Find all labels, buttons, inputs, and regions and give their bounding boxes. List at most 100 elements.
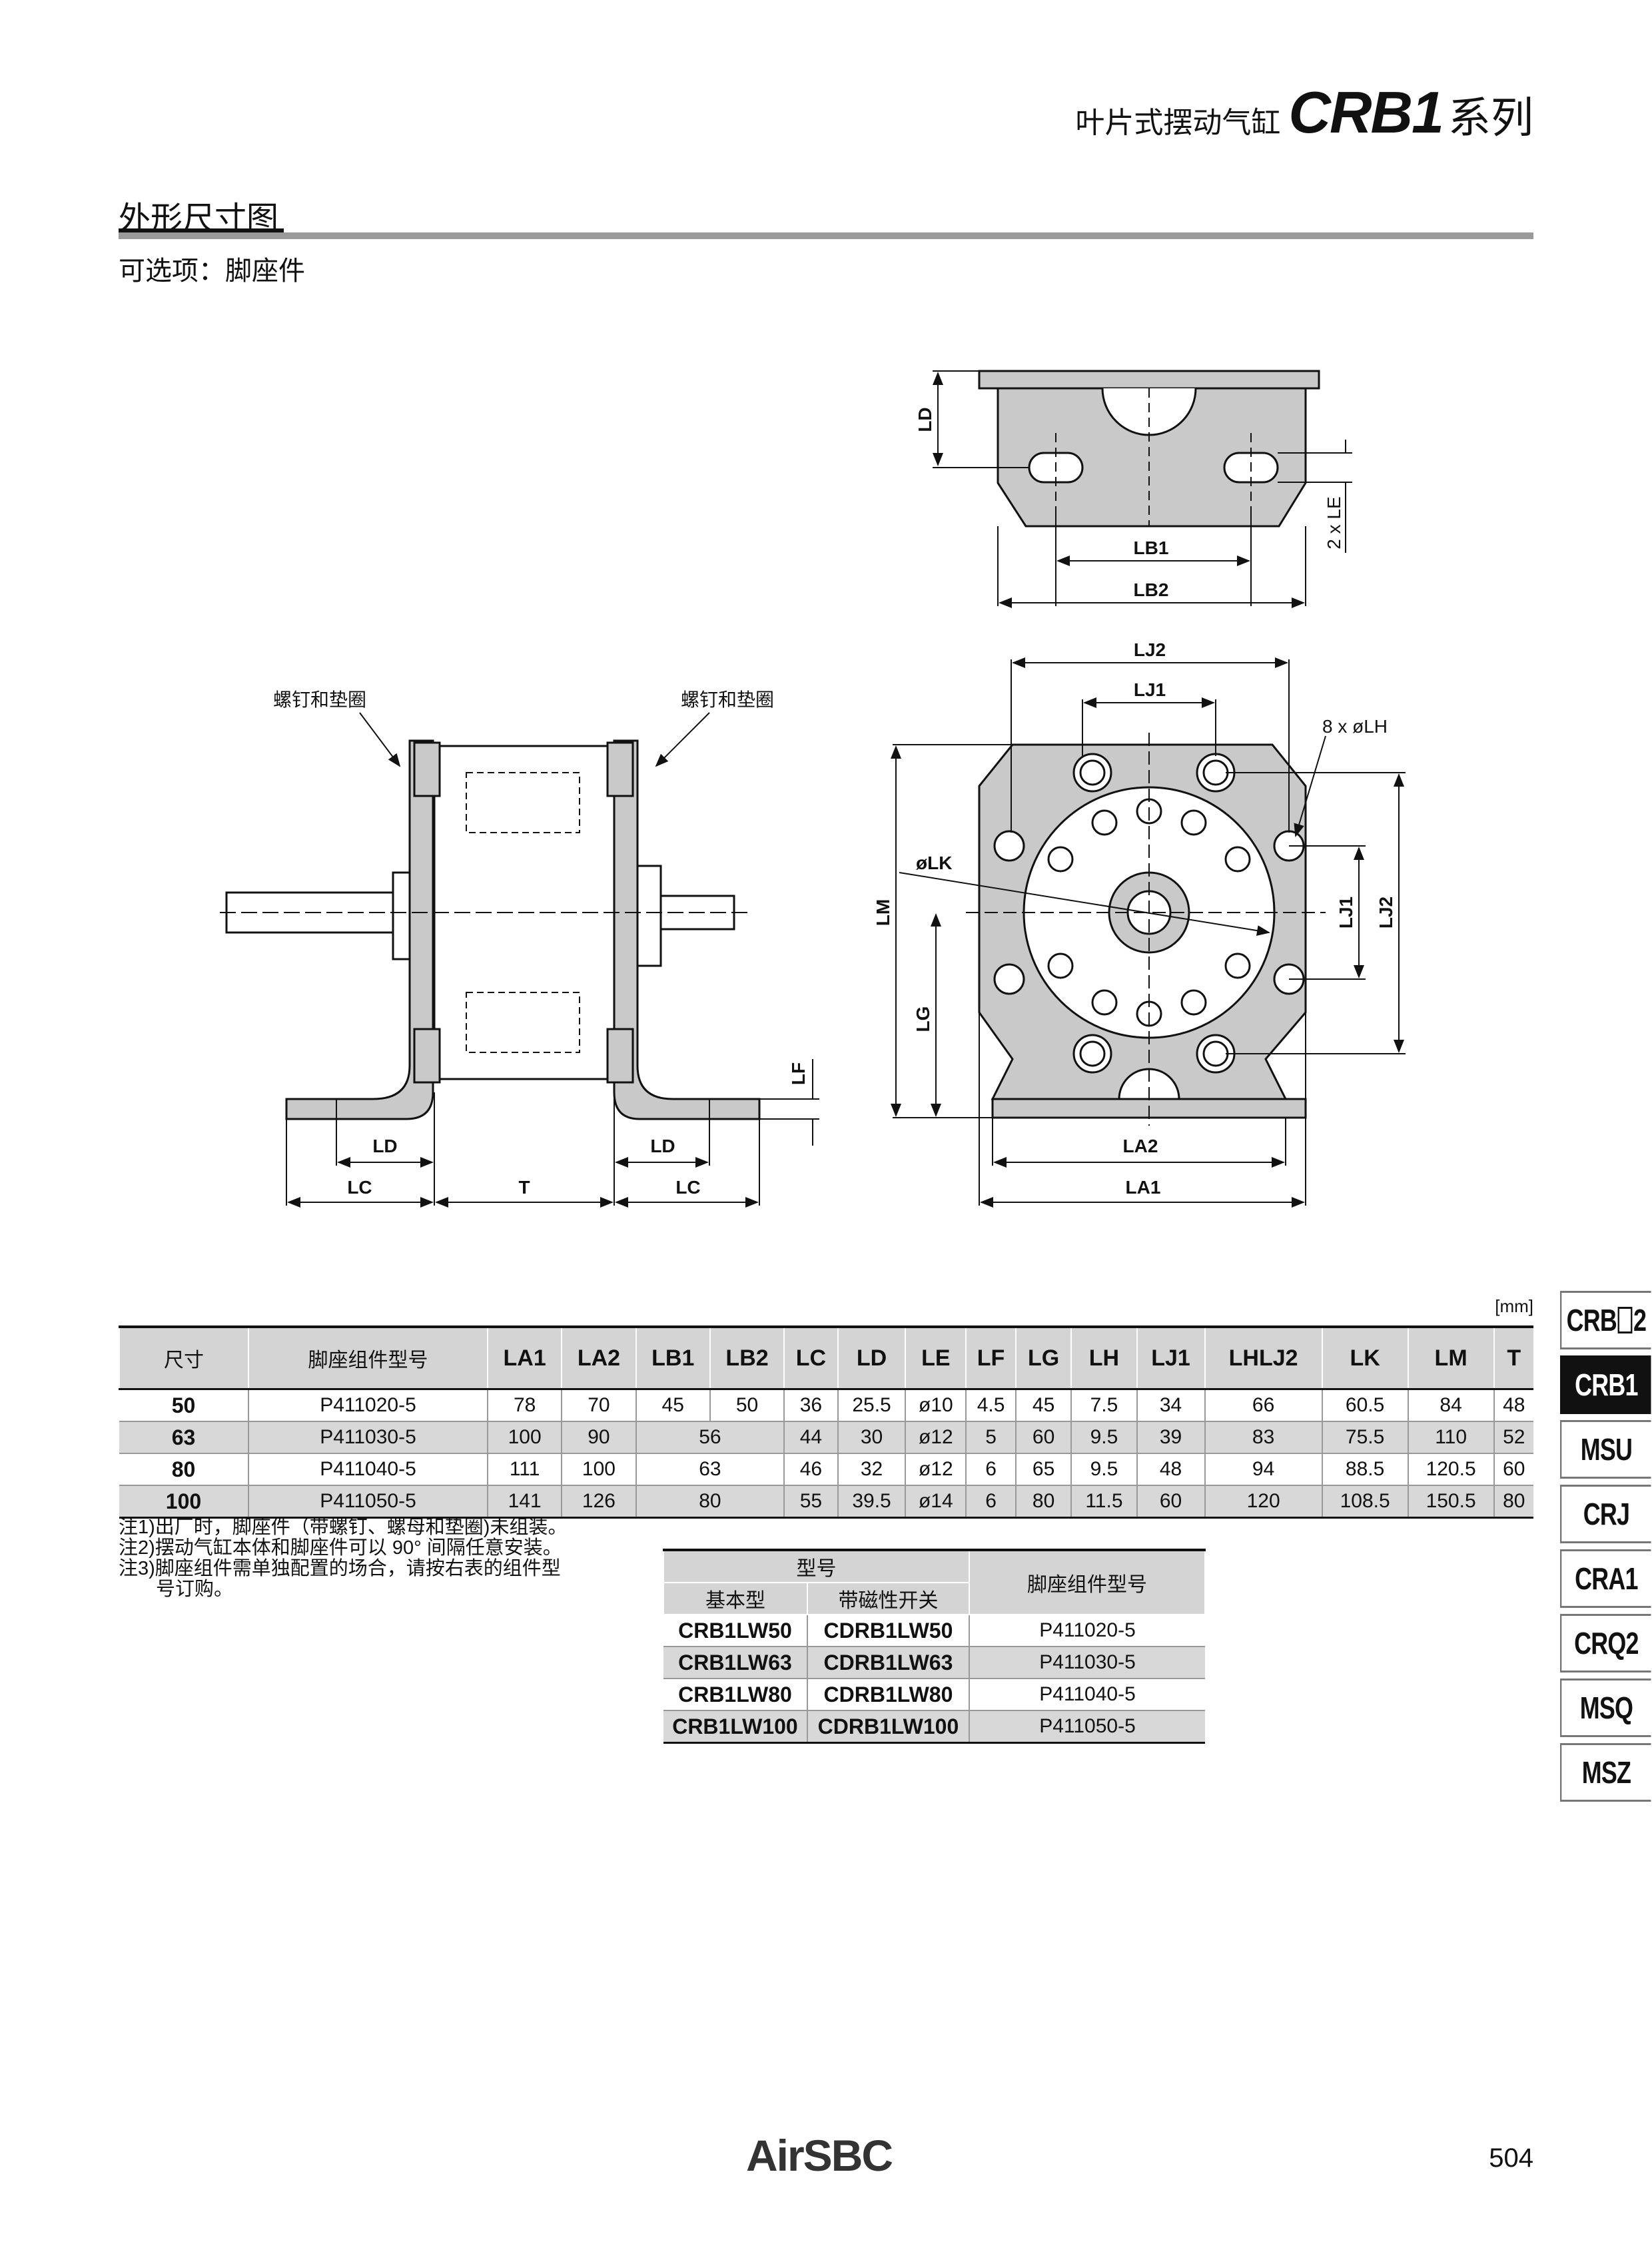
order-header-switch: 带磁性开关 — [806, 1582, 971, 1615]
cell-basic: CRB1LW50 — [663, 1615, 807, 1647]
cell-lk: 75.5 — [1321, 1421, 1408, 1454]
dimension-table: 尺寸 脚座组件型号 LA1 LA2 LB1 LB2 LC LD LE LF LG… — [119, 1325, 1533, 1519]
table-row: 100 P411050-5 141 126 80 55 39.5 ø14 6 8… — [119, 1485, 1533, 1519]
cell-lm: 150.5 — [1407, 1485, 1494, 1519]
page-number: 504 — [1489, 2143, 1533, 2173]
table-row: CRB1LW80 CDRB1LW80 P411040-5 — [663, 1679, 1205, 1711]
cell-size: 63 — [119, 1421, 248, 1454]
col-lj1: LJ1 — [1136, 1325, 1205, 1390]
table-row: CRB1LW100 CDRB1LW100 P411050-5 — [663, 1710, 1205, 1744]
dim-label-ld-left: LD — [372, 1136, 397, 1156]
dim-label-lb1: LB1 — [1134, 538, 1169, 558]
foot-top-view — [933, 370, 1352, 608]
brand-logo: AirSBC — [746, 2131, 893, 2180]
cell-lb2: 50 — [709, 1389, 785, 1422]
tab-crb2-prefix: CRB — [1566, 1303, 1617, 1337]
col-ld: LD — [837, 1325, 906, 1390]
cell-lj1: 48 — [1136, 1453, 1205, 1486]
note-1: 注1)出厂时，脚座件（带螺钉、螺母和垫圈)未组装。 — [119, 1517, 568, 1538]
side-view — [220, 712, 819, 1208]
dimension-drawing: LD LB1 LB2 2 x LE LJ2 LJ1 8 x øLH øLK LJ… — [220, 370, 1406, 1208]
cell-lf: 4.5 — [965, 1389, 1016, 1422]
screw-label-right: 螺钉和垫圈 — [681, 689, 774, 711]
cell-lj1: 60 — [1136, 1485, 1205, 1519]
page-header: 叶片式摆动气缸 CRB1 系列 — [1075, 79, 1533, 147]
cell-lm: 110 — [1407, 1421, 1494, 1454]
dim-label-la1: LA1 — [1126, 1177, 1161, 1198]
tab-crb2[interactable]: CRB 2 — [1560, 1291, 1651, 1349]
order-table: 型号 脚座组件型号 基本型 带磁性开关 CRB1LW50 CDRB1LW50 P… — [663, 1549, 1206, 1744]
cell-switch: CDRB1LW80 — [806, 1679, 969, 1711]
screw-label-left: 螺钉和垫圈 — [273, 689, 366, 711]
col-lm: LM — [1407, 1325, 1494, 1390]
tab-msq[interactable]: MSQ — [1560, 1679, 1651, 1737]
dim-label-lj2-h: LJ2 — [1134, 639, 1166, 660]
col-lb1: LB1 — [635, 1325, 710, 1390]
cell-lj2: 120 — [1204, 1485, 1322, 1519]
cell-lh: 11.5 — [1070, 1485, 1137, 1519]
dim-label-ld-top: LD — [915, 407, 935, 432]
cell-lg: 60 — [1015, 1421, 1072, 1454]
col-lf: LF — [965, 1325, 1016, 1390]
cell-kit: P411040-5 — [969, 1679, 1205, 1711]
tab-crb1[interactable]: CRB1 — [1560, 1355, 1651, 1414]
cell-le: ø12 — [905, 1421, 967, 1454]
cell-size: 100 — [119, 1485, 248, 1519]
tab-cra1[interactable]: CRA1 — [1560, 1549, 1651, 1608]
cell-kit: P411030-5 — [969, 1647, 1205, 1679]
cell-t: 48 — [1493, 1389, 1533, 1422]
cell-la2: 70 — [561, 1389, 636, 1422]
table-row: 63 P411030-5 100 90 56 44 30 ø12 5 60 9.… — [119, 1421, 1533, 1454]
cell-lk: 108.5 — [1321, 1485, 1408, 1519]
cell-kit: P411050-5 — [969, 1710, 1205, 1744]
cell-lk: 88.5 — [1321, 1453, 1408, 1486]
tab-msz[interactable]: MSZ — [1560, 1743, 1651, 1802]
cell-lh: 9.5 — [1070, 1453, 1137, 1486]
table-header-row: 尺寸 脚座组件型号 LA1 LA2 LB1 LB2 LC LD LE LF LG… — [119, 1325, 1533, 1390]
col-la1: LA1 — [486, 1325, 562, 1390]
cell-lg: 80 — [1015, 1485, 1072, 1519]
cell-lc: 36 — [783, 1389, 838, 1422]
tab-crb2-suffix: 2 — [1633, 1303, 1647, 1337]
cell-lj2: 66 — [1204, 1389, 1322, 1422]
series-code: CRB1 — [1288, 79, 1444, 145]
cell-ld: 25.5 — [837, 1389, 906, 1422]
cell-la2: 90 — [561, 1421, 636, 1454]
tab-crj[interactable]: CRJ — [1560, 1485, 1651, 1543]
unit-label: [mm] — [1495, 1296, 1533, 1316]
cell-la1: 111 — [486, 1453, 562, 1486]
cell-la2: 100 — [561, 1453, 636, 1486]
cell-lc: 55 — [783, 1485, 838, 1519]
tab-crq2[interactable]: CRQ2 — [1560, 1614, 1651, 1673]
cell-t: 80 — [1493, 1485, 1533, 1519]
cell-basic: CRB1LW100 — [663, 1710, 807, 1744]
cell-lf: 6 — [965, 1453, 1016, 1486]
cell-lg: 45 — [1015, 1389, 1072, 1422]
cell-lh: 9.5 — [1070, 1421, 1137, 1454]
dim-label-lf: LF — [788, 1062, 809, 1085]
cell-lg: 65 — [1015, 1453, 1072, 1486]
col-lh: LH — [1070, 1325, 1137, 1390]
col-lc: LC — [783, 1325, 838, 1390]
cell-lb: 56 — [635, 1421, 785, 1454]
note-3: 注3)脚座组件需单独配置的场合，请按右表的组件型号订购。 — [119, 1558, 561, 1600]
cell-lj2: 94 — [1204, 1453, 1322, 1486]
dim-label-le: 2 x LE — [1324, 496, 1344, 549]
cell-la1: 78 — [486, 1389, 562, 1422]
section-rule — [119, 232, 1533, 239]
col-size: 尺寸 — [119, 1325, 248, 1390]
order-header-kit: 脚座组件型号 — [969, 1549, 1206, 1615]
cell-la2: 126 — [561, 1485, 636, 1519]
cell-lj2: 83 — [1204, 1421, 1322, 1454]
cell-kit: P411020-5 — [969, 1615, 1205, 1647]
series-suffix: 系列 — [1448, 94, 1533, 142]
cell-size: 80 — [119, 1453, 248, 1486]
tab-msu[interactable]: MSU — [1560, 1420, 1651, 1479]
cell-lk: 60.5 — [1321, 1389, 1408, 1422]
cell-lf: 6 — [965, 1485, 1016, 1519]
order-header-basic: 基本型 — [663, 1582, 808, 1615]
col-lg: LG — [1015, 1325, 1072, 1390]
col-lb2: LB2 — [709, 1325, 785, 1390]
cell-lm: 84 — [1407, 1389, 1494, 1422]
order-header-group: 型号 — [663, 1549, 970, 1583]
